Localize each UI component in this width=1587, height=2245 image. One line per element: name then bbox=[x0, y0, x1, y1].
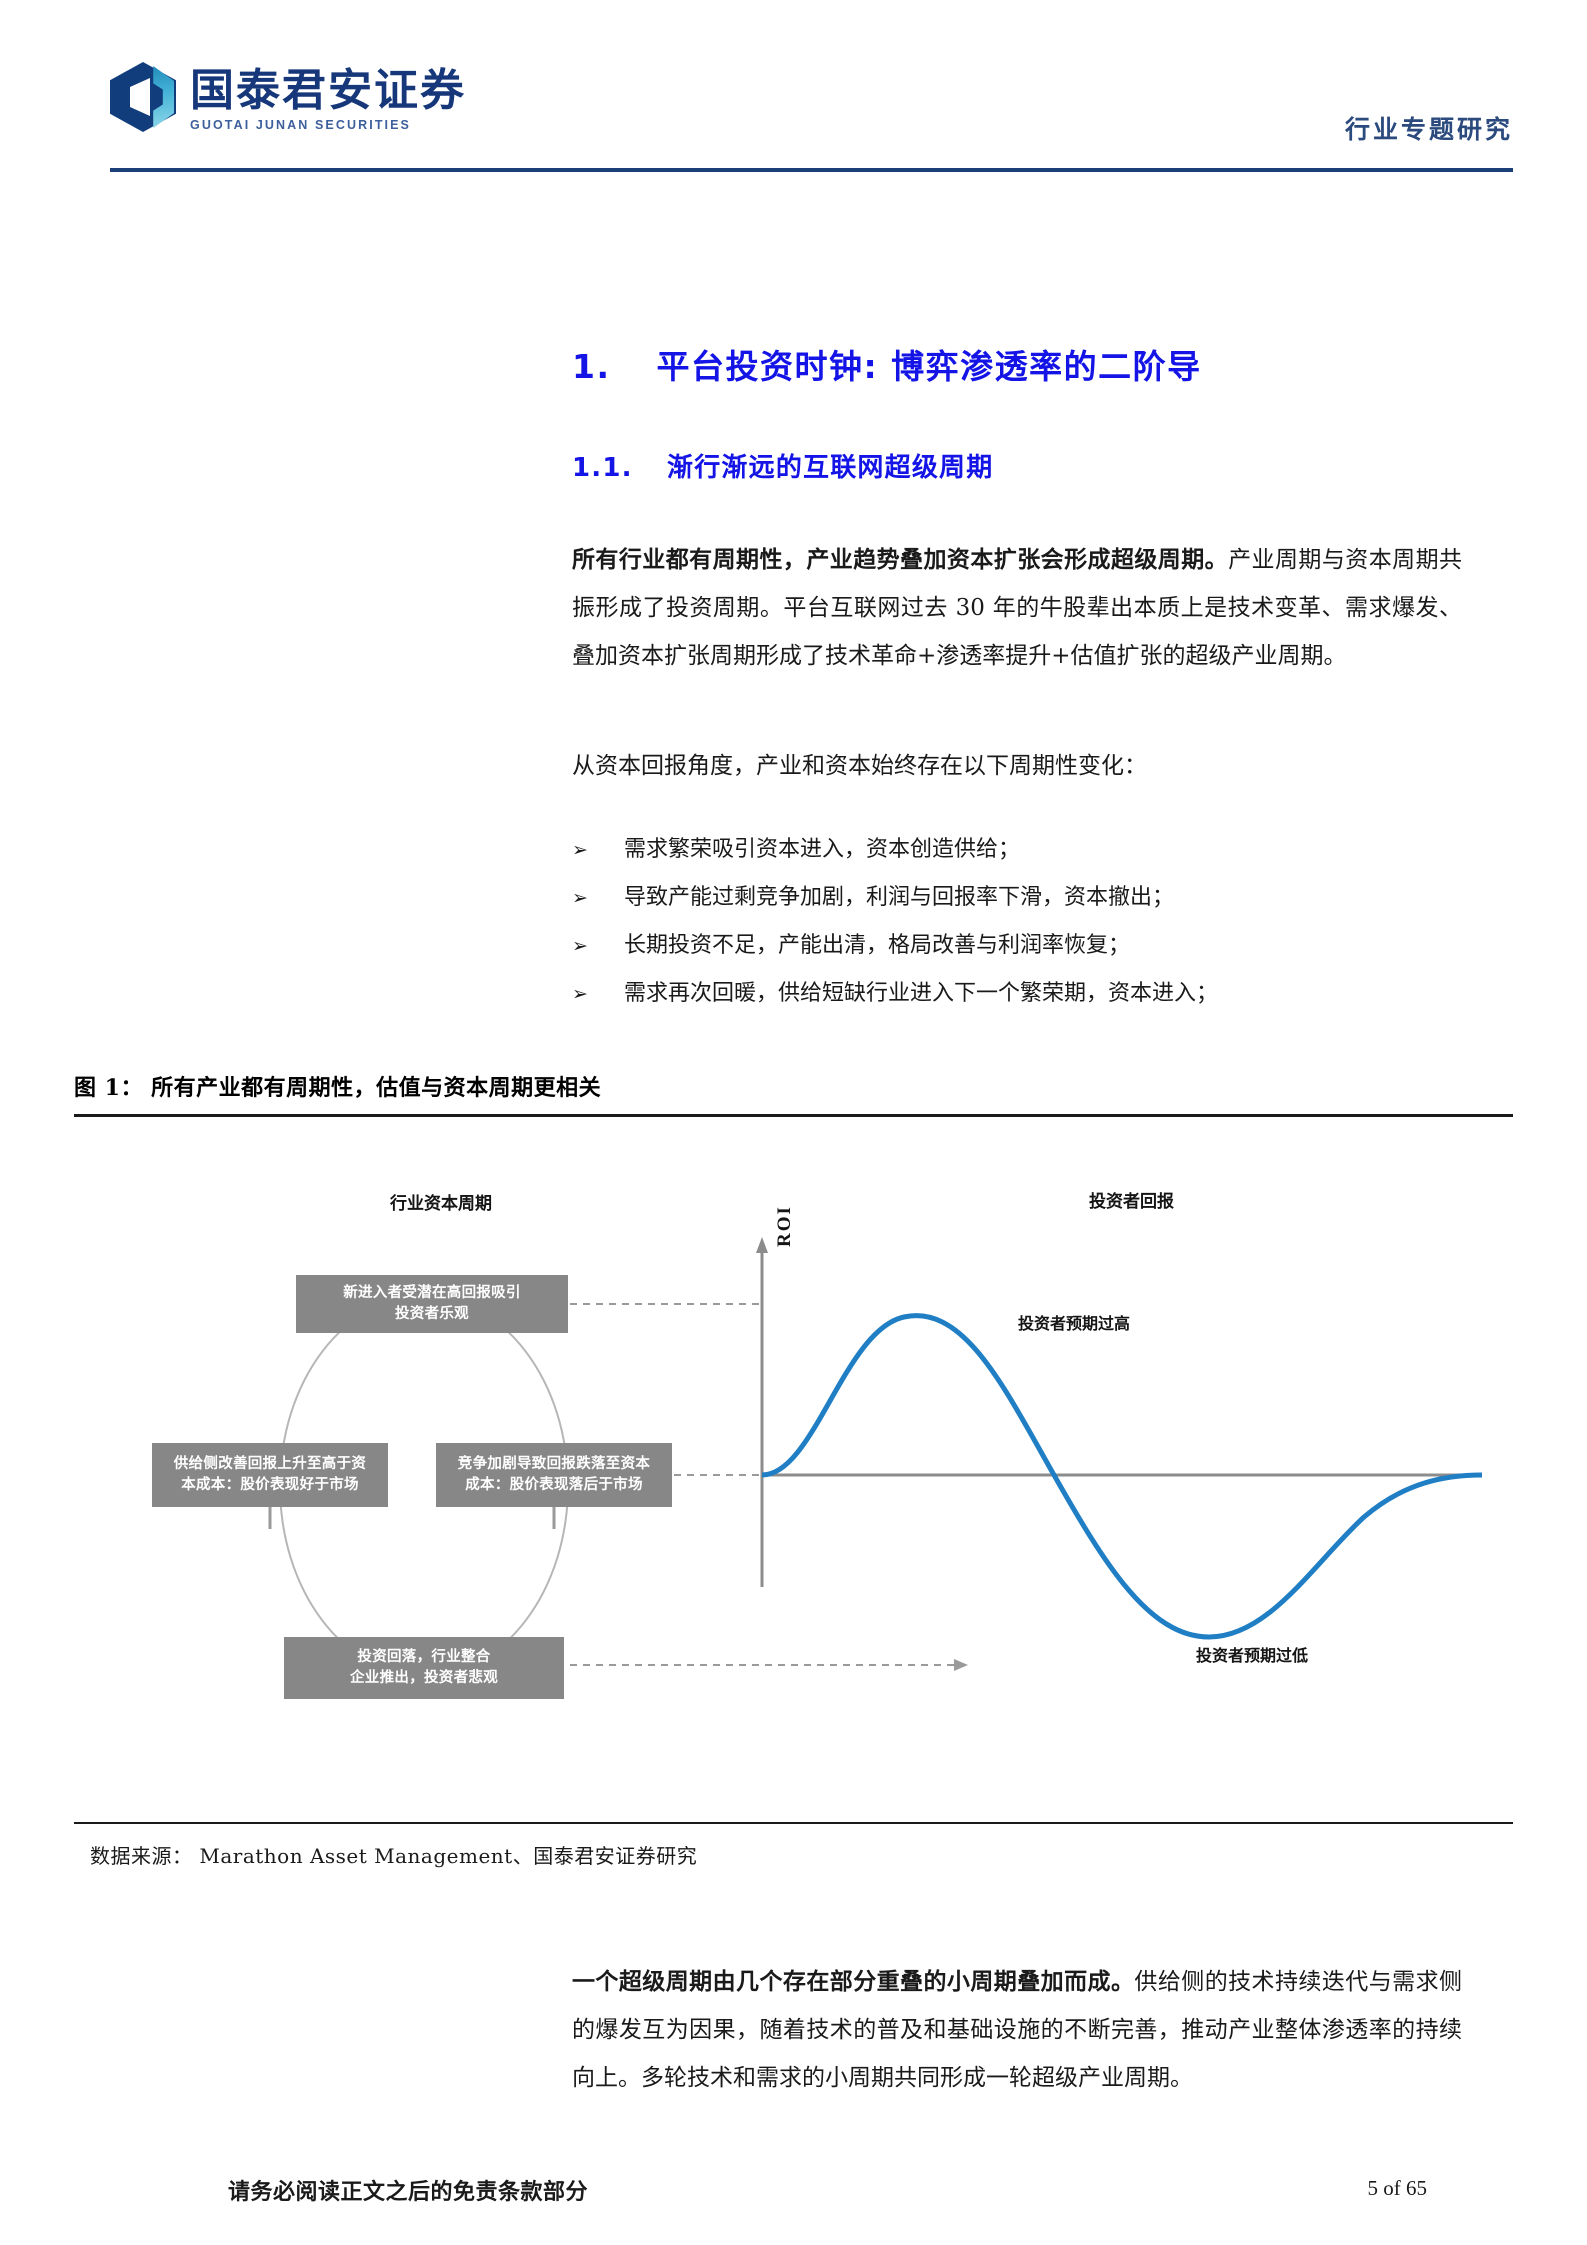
list-item: ➢ 长期投资不足，产能出清，格局改善与利润率恢复； bbox=[572, 922, 1462, 970]
company-logo: 国泰君安证券 GUOTAI JUNAN SECURITIES bbox=[110, 62, 466, 132]
arrow-bullet-icon: ➢ bbox=[572, 839, 588, 861]
cycle-box-bottom: 投资回落，行业整合 企业推出，投资者悲观 bbox=[284, 1637, 564, 1699]
list-item: ➢ 导致产能过剩竞争加剧，利润与回报率下滑，资本撤出； bbox=[572, 874, 1462, 922]
logo-chinese-name: 国泰君安证券 bbox=[190, 65, 466, 117]
cycle-box-right-label: 竞争加剧导致回报跌落至资本 成本：股价表现落后于市场 bbox=[457, 1456, 651, 1493]
annotation-trough: 投资者预期过低 bbox=[1196, 1646, 1309, 1665]
cycle-box-right: 竞争加剧导致回报跌落至资本 成本：股价表现落后于市场 bbox=[436, 1443, 672, 1507]
figure-source: 数据来源： Marathon Asset Management、国泰君安证券研究 bbox=[90, 1844, 698, 1868]
paragraph-intro-rest: 产业周期与资本周期共振形成了投资周期。平台互联网过去 30 年的牛股辈出本质上是… bbox=[572, 547, 1463, 669]
paragraph-intro-lead: 所有行业都有周期性，产业趋势叠加资本扩张会形成超级周期。 bbox=[572, 546, 1229, 573]
section-number: 1. bbox=[572, 347, 611, 386]
cycle-diagram-title: 行业资本周期 bbox=[390, 1194, 492, 1214]
figure-top-rule bbox=[74, 1114, 1513, 1117]
guotai-junan-logo-icon bbox=[110, 62, 176, 132]
cycle-bullet-list: ➢ 需求繁荣吸引资本进入，资本创造供给； ➢ 导致产能过剩竞争加剧，利润与回报率… bbox=[572, 826, 1462, 1018]
figure-capital-cycle: 行业资本周期 投资者回报 ROI 新进入者受潜在高回报吸引 投资者乐 bbox=[74, 1125, 1513, 1815]
paragraph-intro: 所有行业都有周期性，产业趋势叠加资本扩张会形成超级周期。产业周期与资本周期共振形… bbox=[572, 536, 1462, 680]
header-report-type: 行业专题研究 bbox=[1344, 115, 1513, 144]
list-item: ➢ 需求再次回暖，供给短缺行业进入下一个繁荣期，资本进入； bbox=[572, 970, 1462, 1018]
header-divider bbox=[110, 168, 1513, 172]
roi-chart-title: 投资者回报 bbox=[1089, 1192, 1174, 1212]
paragraph-closing: 一个超级周期由几个存在部分重叠的小周期叠加而成。供给侧的技术持续迭代与需求侧的爆… bbox=[572, 1958, 1462, 2102]
cycle-box-bottom-label: 投资回落，行业整合 企业推出，投资者悲观 bbox=[350, 1649, 498, 1686]
paragraph-closing-lead: 一个超级周期由几个存在部分重叠的小周期叠加而成。 bbox=[572, 1968, 1135, 1995]
arrow-bullet-icon: ➢ bbox=[572, 887, 588, 909]
cycle-box-left: 供给侧改善回报上升至高于资 本成本：股价表现好于市场 bbox=[152, 1443, 388, 1507]
cycle-box-left-label: 供给侧改善回报上升至高于资 本成本：股价表现好于市场 bbox=[173, 1456, 367, 1493]
section-title: 平台投资时钟: 博弈渗透率的二阶导 bbox=[656, 347, 1202, 386]
footer-disclaimer: 请务必阅读正文之后的免责条款部分 bbox=[228, 2179, 589, 2205]
footer-page-number: 5 of 65 bbox=[1367, 2176, 1428, 2200]
list-item: ➢ 需求繁荣吸引资本进入，资本创造供给； bbox=[572, 826, 1462, 874]
cycle-box-top: 新进入者受潜在高回报吸引 投资者乐观 bbox=[296, 1275, 568, 1333]
list-item-label: 长期投资不足，产能出清，格局改善与利润率恢复； bbox=[624, 933, 1131, 958]
list-item-label: 需求繁荣吸引资本进入，资本创造供给； bbox=[624, 837, 1021, 862]
section-heading: 1. 平台投资时钟: 博弈渗透率的二阶导 bbox=[572, 340, 1202, 388]
figure-vector-layer bbox=[268, 1237, 1483, 1671]
subsection-title: 渐行渐远的互联网超级周期 bbox=[667, 453, 994, 483]
connector-bottom-arrow bbox=[954, 1659, 968, 1671]
roi-y-axis-arrow bbox=[756, 1237, 768, 1253]
annotation-peak: 投资者预期过高 bbox=[1018, 1314, 1131, 1333]
figure-caption: 图 1： 所有产业都有周期性，估值与资本周期更相关 bbox=[74, 1075, 602, 1101]
paragraph-lead-in: 从资本回报角度，产业和资本始终存在以下周期性变化： bbox=[572, 753, 1147, 779]
list-item-label: 需求再次回暖，供给短缺行业进入下一个繁荣期，资本进入； bbox=[624, 981, 1219, 1006]
figure-bottom-rule bbox=[74, 1822, 1513, 1824]
list-item-label: 导致产能过剩竞争加剧，利润与回报率下滑，资本撤出； bbox=[624, 885, 1175, 910]
logo-english-name: GUOTAI JUNAN SECURITIES bbox=[190, 118, 411, 132]
cycle-box-top-label: 新进入者受潜在高回报吸引 投资者乐观 bbox=[343, 1285, 521, 1322]
subsection-heading: 1.1. 渐行渐远的互联网超级周期 bbox=[572, 447, 993, 484]
paragraph-closing-rest: 供给侧的技术持续迭代与需求侧的爆发互为因果，随着技术的普及和基础设施的不断完善，… bbox=[572, 1969, 1463, 2091]
subsection-number: 1.1. bbox=[572, 453, 633, 483]
arrow-bullet-icon: ➢ bbox=[572, 935, 588, 957]
roi-sine-curve bbox=[761, 1313, 1483, 1640]
arrow-bullet-icon: ➢ bbox=[572, 983, 588, 1005]
page-header: 国泰君安证券 GUOTAI JUNAN SECURITIES 行业专题研究 bbox=[0, 0, 1587, 185]
